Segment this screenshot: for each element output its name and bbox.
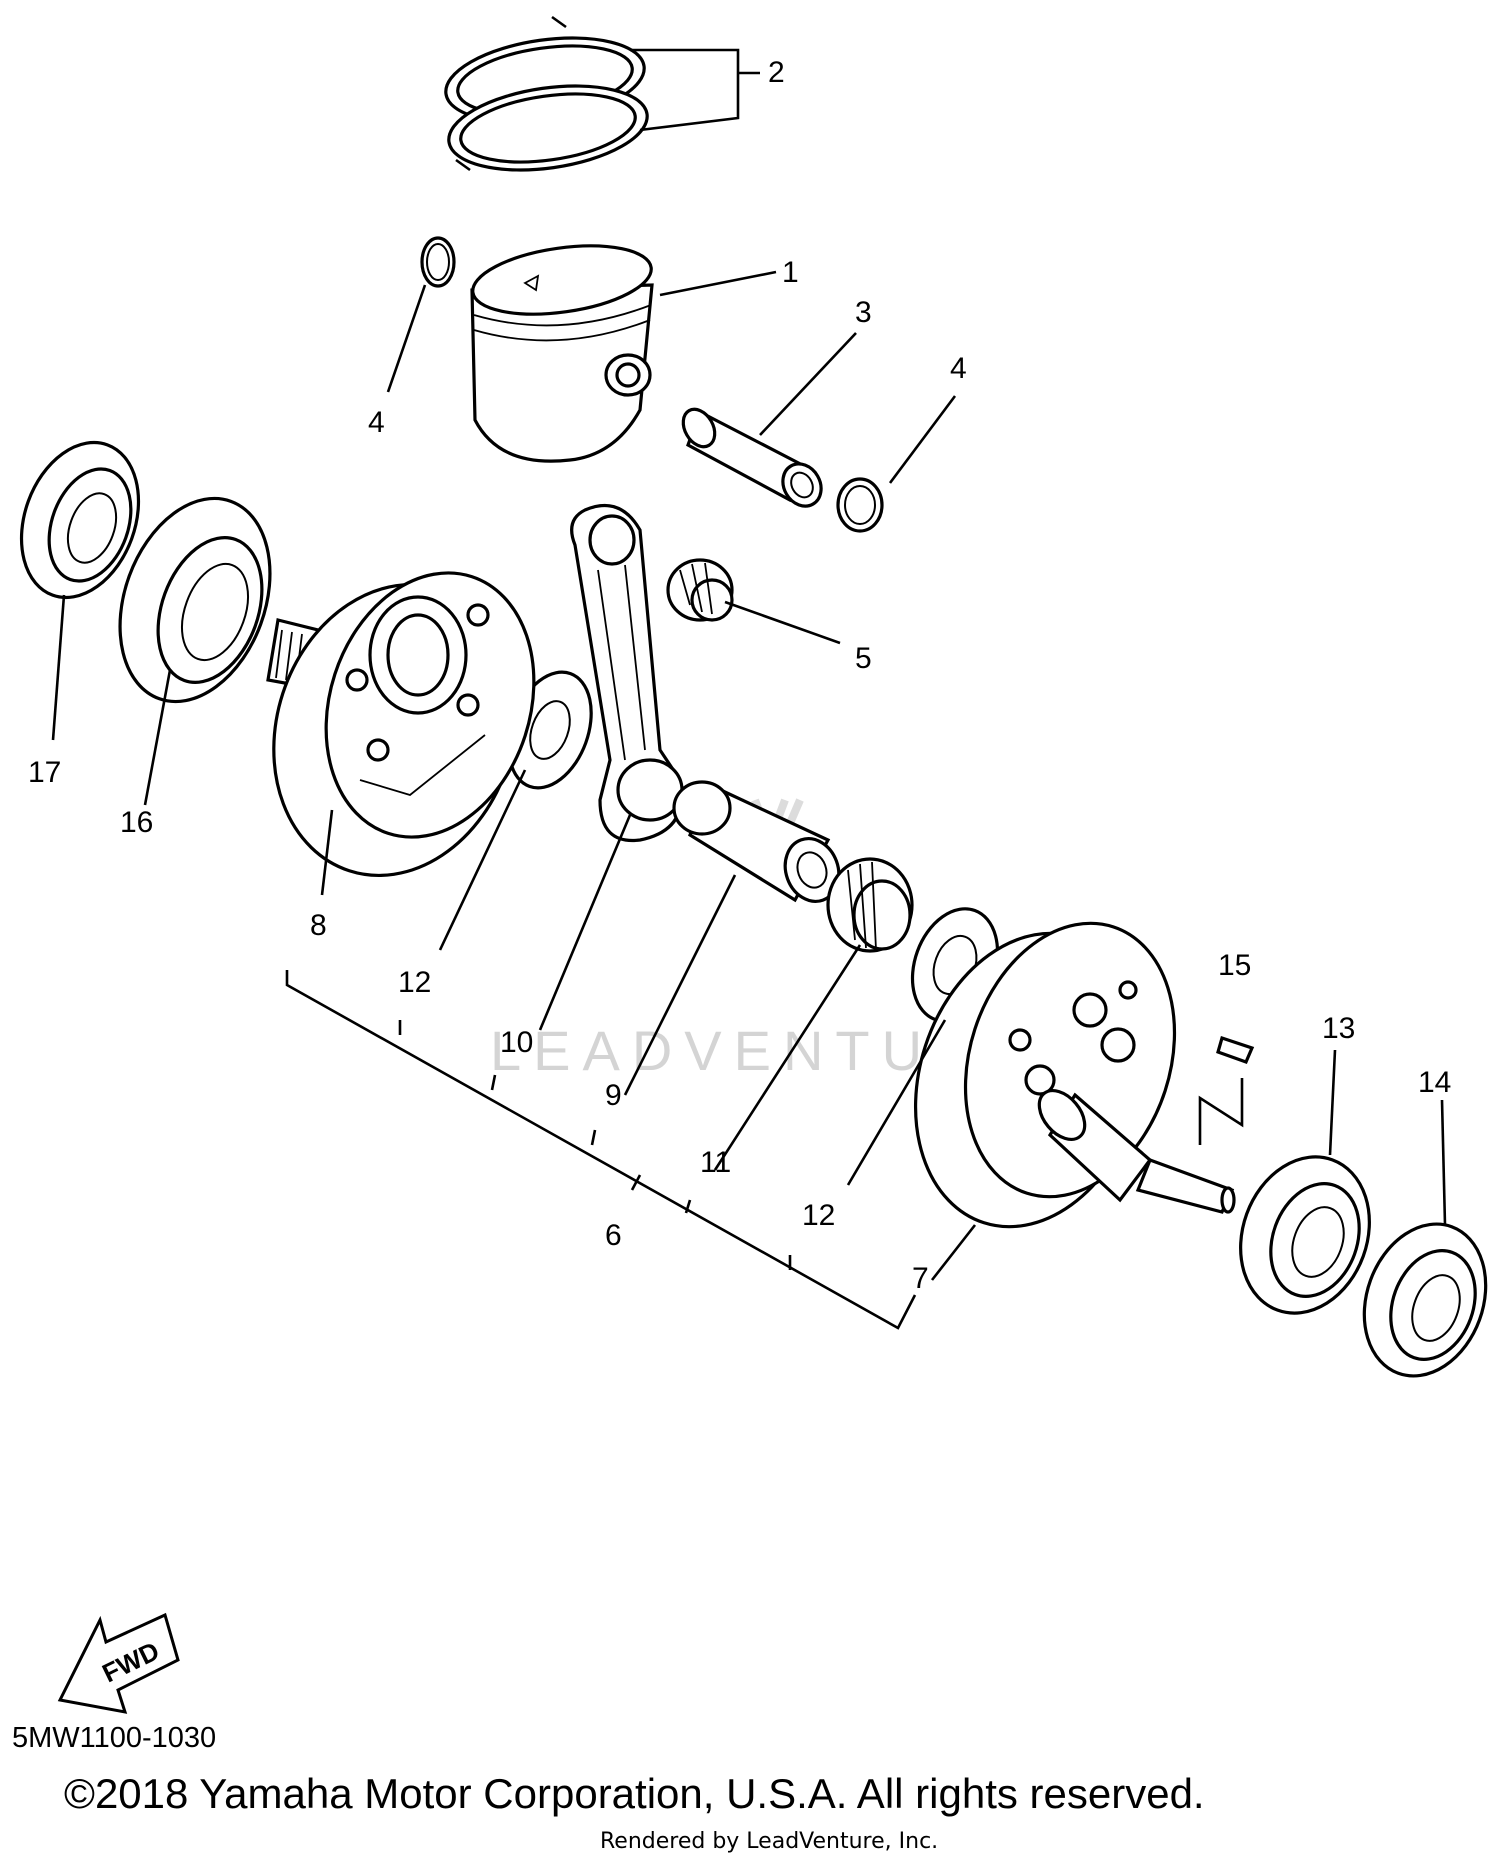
crank-bearing-left[interactable]: [93, 477, 296, 722]
callout-2: 2: [768, 56, 785, 89]
diagram-code: 5MW1100-1030: [12, 1722, 217, 1754]
callout-11: 11: [700, 1146, 731, 1179]
callout-14: 14: [1418, 1066, 1451, 1099]
callout-10: 10: [500, 1026, 533, 1059]
callout-12-left: 12: [398, 966, 431, 999]
fwd-arrow-icon: FWD: [57, 1612, 180, 1714]
callout-5: 5: [855, 642, 872, 675]
callout-4-left: 4: [368, 406, 385, 439]
connecting-rod[interactable]: [570, 503, 684, 843]
callout-8: 8: [310, 909, 327, 942]
woodruff-key[interactable]: [1216, 1035, 1255, 1065]
callout-17: 17: [28, 756, 61, 789]
big-end-bearing[interactable]: [826, 857, 914, 953]
crank-left[interactable]: [237, 546, 567, 908]
callout-numbers: 1 2 3 4 4 5 6 7 8 9 10 11 12 12 13 14 15…: [28, 56, 1451, 1295]
callout-9: 9: [605, 1079, 622, 1112]
callout-6: 6: [605, 1219, 622, 1252]
piston-pin-clip-right[interactable]: [836, 477, 884, 533]
copyright-notice: ©2018 Yamaha Motor Corporation, U.S.A. A…: [64, 1770, 1205, 1817]
callout-3: 3: [855, 296, 872, 329]
piston[interactable]: [468, 236, 655, 463]
crank-bearing-right[interactable]: [1219, 1139, 1390, 1332]
callout-1: 1: [782, 256, 799, 289]
crank-bearing-outer[interactable]: [1344, 1207, 1500, 1393]
callout-7: 7: [912, 1262, 929, 1295]
oil-seal[interactable]: [1, 426, 159, 614]
leader-lines: [51, 48, 1447, 1330]
callout-4-right: 4: [950, 352, 967, 385]
callout-13: 13: [1322, 1012, 1355, 1045]
piston-rings[interactable]: [440, 15, 652, 182]
crank-pin[interactable]: [672, 780, 847, 909]
piston-pin-clip-left[interactable]: [420, 236, 456, 288]
crank-right[interactable]: [879, 896, 1236, 1257]
piston-pin[interactable]: [677, 404, 829, 513]
rendered-by-notice: Rendered by LeadVenture, Inc.: [600, 1829, 939, 1854]
callout-12-right: 12: [802, 1199, 835, 1232]
callout-16: 16: [120, 806, 153, 839]
callout-15: 15: [1218, 949, 1251, 982]
small-end-bearing[interactable]: [666, 558, 734, 622]
